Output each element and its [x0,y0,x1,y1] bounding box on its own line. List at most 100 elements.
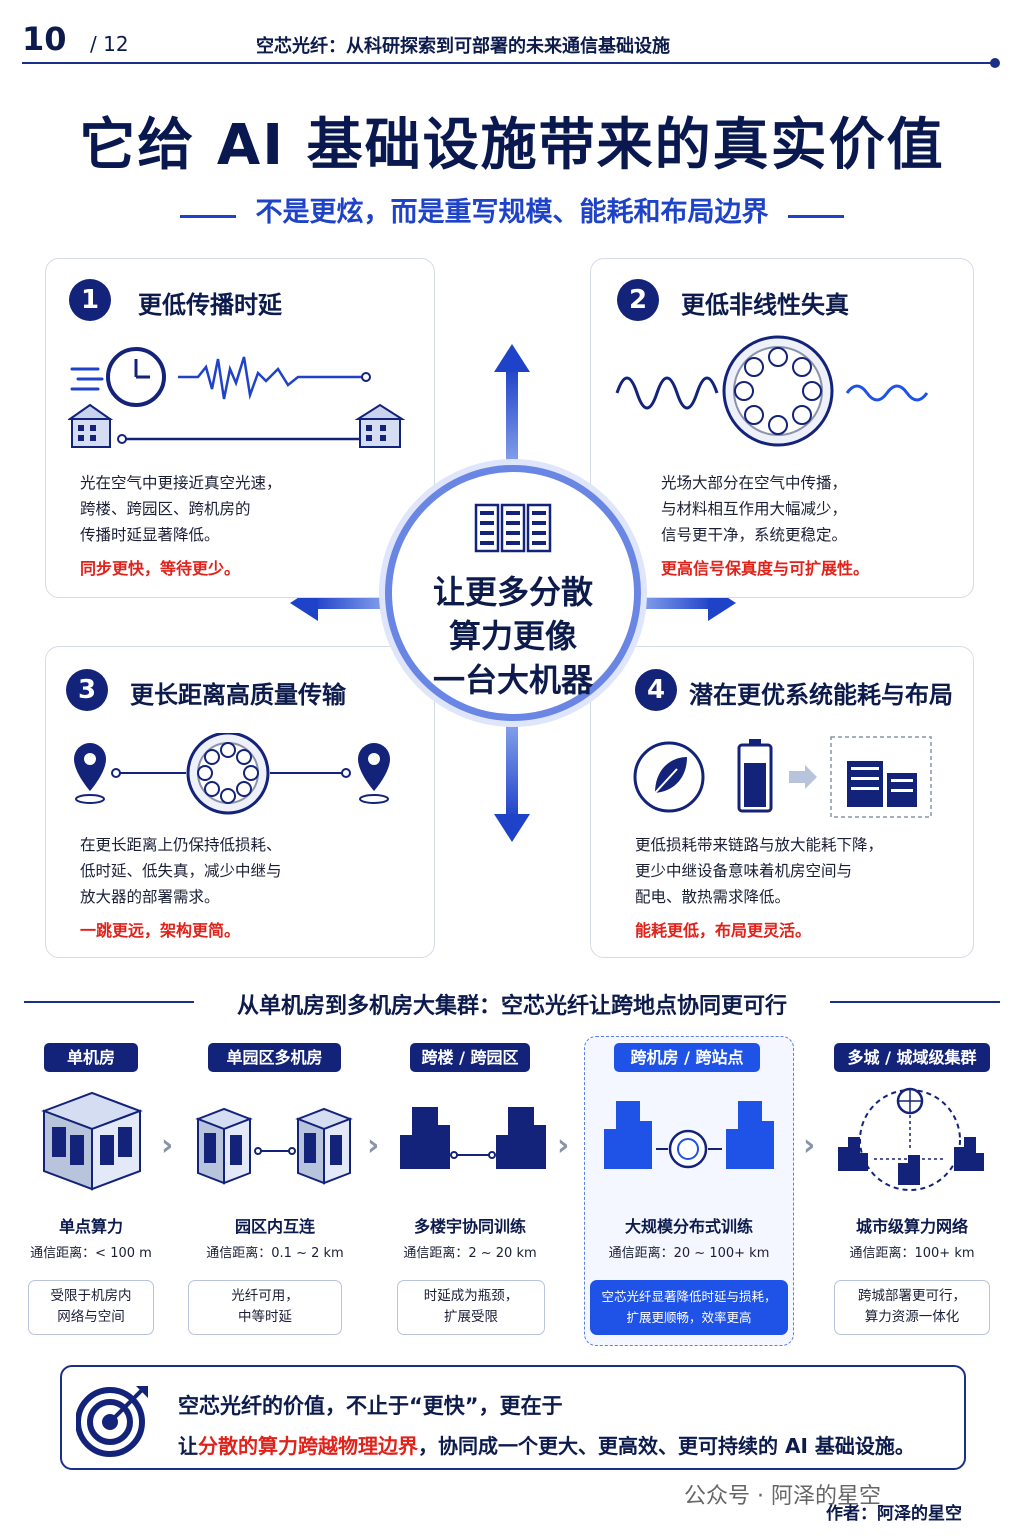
card-energy-layout: 4 潜在更优系统能耗与布局 更低损耗带来链路与放大能耗下降， 更少中继设备意味着… [590,646,974,958]
office-buildings-left-icon [400,1107,450,1169]
summary-text: ，协同成一个更大、更高效、更可持续的 AI 基础设施。 [418,1434,915,1458]
card-body-line: 信号更干净，系统更稳定。 [661,526,848,544]
stage-note-line: 跨城部署更可行， [858,1288,966,1304]
stage-name: 多楼宇协同训练 [413,1217,526,1236]
card-body-line: 光场大部分在空气中传播， [661,474,848,492]
card-body-line: 低时延、低失真，减少中继与 [80,862,282,880]
stage-note-line: 受限于机房内 [50,1288,132,1304]
card-body-line: 传播时延显著降低。 [80,526,220,544]
header-divider [22,62,994,64]
stage-name: 大规模分布式训练 [624,1217,753,1236]
center-line: 让更多分散 [432,573,593,611]
stage-name: 城市级算力网络 [855,1217,968,1236]
header-divider-dot [990,58,1000,68]
card-body: 光场大部分在空气中传播， 与材料相互作用大幅减少， 信号更干净，系统更稳定。 [661,470,847,548]
arrow-right-small-icon [789,765,817,789]
card-body: 更低损耗带来链路与放大能耗下降， 更少中继设备意味着机房空间与 配电、散热需求降… [635,832,883,910]
card-body-line: 光在空气中更接近真空光速， [80,474,282,492]
target-icon [76,1386,148,1457]
stage-note-line: 网络与空间 [57,1309,125,1325]
stage-note-line: 扩展更顺畅，效率更高 [626,1310,752,1325]
data-center-rack-icon [830,736,932,818]
stage-note: 跨城部署更可行， 算力资源一体化 [834,1280,990,1335]
card-highlight: 同步更快，等待更少。 [80,559,241,578]
single-datacenter-icon [41,1091,143,1191]
latency-illustration [68,347,406,448]
subtitle-row: 不是更炫，而是重写规模、能耗和布局边界 [0,190,1024,229]
card-long-distance: 3 更长距离高质量传输 在更长距离上仍保持低损耗、 低时延、低失真，减少中继与 [45,646,435,958]
chevron-right-icon: › [367,1128,380,1163]
card-body-line: 配电、散热需求降低。 [635,888,791,906]
stage-illustrations [41,1087,984,1191]
battery-icon [737,739,773,813]
page-title: 它给 AI 基础设施带来的真实价值 [79,113,945,178]
stage-name: 单点算力 [58,1217,123,1236]
chevron-right-icon: › [161,1128,174,1163]
card-latency: 1 更低传播时延 光在空气中更接近真空光速， 跨楼、跨园区、跨机房的 传播时延显… [45,258,435,598]
page-total: / 12 [90,32,129,56]
card-body-line: 更低损耗带来链路与放大能耗下降， [635,836,884,854]
campus-datacenter-left-icon [195,1107,253,1185]
card-title: 潜在更优系统能耗与布局 [689,681,953,709]
stage-note-line: 光纤可用， [231,1288,299,1304]
campus-datacenter-right-icon [295,1107,353,1185]
stage-note-line: 中等时延 [238,1309,292,1325]
stage-note-highlight: 空芯光纤显著降低时延与损耗， 扩展更顺畅，效率更高 [590,1280,788,1335]
card-title: 更低传播时延 [138,291,282,319]
cross-site-buildings-left-icon [604,1101,652,1169]
stage-tag: 跨楼 / 跨园区 [410,1043,530,1072]
card-number: 2 [617,279,659,321]
city-network-icon [838,1087,984,1191]
card-number: 4 [635,669,677,711]
center-line: 算力更像 [448,617,577,655]
stage-tag: 单机房 [44,1043,138,1072]
card-body: 光在空气中更接近真空光速， 跨楼、跨园区、跨机房的 传播时延显著降低。 [80,470,282,548]
stage-note: 时延成为瓶颈， 扩展受限 [397,1280,545,1335]
stage-tag: 单园区多机房 [208,1043,341,1072]
section-rule-right [830,1001,1000,1003]
section-title: 从单机房到多机房大集群：空芯光纤让跨地点协同更可行 [236,994,787,1019]
cross-arrows [290,344,736,842]
stage-note-line: 空芯光纤显著降低时延与损耗， [601,1289,777,1304]
location-pin-right-icon [358,743,390,804]
stage-note: 光纤可用， 中等时延 [188,1280,342,1335]
clock-icon [106,347,166,407]
summary-line-2: 让分散的算力跨越物理边界，协同成一个更大、更高效、更可持续的 AI 基础设施。 [178,1430,915,1459]
chevron-right-icon: › [557,1128,570,1163]
leaf-icon [633,741,705,813]
card-title: 更低非线性失真 [681,291,849,319]
summary-text: 让 [178,1434,198,1458]
stage-tag: 跨机房 / 跨站点 [614,1043,760,1072]
server-rack-icon [474,503,552,553]
building-right-icon [354,403,406,448]
fiber-illustration [615,335,929,447]
page-header: 10 / 12 空芯光纤：从科研探索到可部署的未来通信基础设施 [22,18,1002,68]
chevron-right-icon: › [803,1128,816,1163]
subtitle-rule-left [180,215,237,218]
summary-panel [60,1365,966,1470]
card-body-line: 在更长距离上仍保持低损耗、 [80,836,282,854]
card-body: 在更长距离上仍保持低损耗、 低时延、低失真，减少中继与 放大器的部署需求。 [80,832,282,910]
series-title: 空芯光纤：从科研探索到可部署的未来通信基础设施 [256,36,670,57]
page-number: 10 [22,20,67,58]
stage-distance: 通信距离：100+ km [849,1246,975,1261]
location-pin-left-icon [74,743,106,804]
office-buildings-right-icon [496,1107,546,1169]
speed-lines-icon [70,367,104,391]
card-number: 1 [69,279,111,321]
stage-distance: 通信距离：< 100 m [30,1246,152,1261]
subtitle-rule-right [787,215,844,218]
arrow-up-icon [494,344,530,468]
card-body-line: 跨楼、跨园区、跨机房的 [80,500,251,518]
author-credit: 作者：阿泽的星空 [826,1504,962,1524]
card-body-line: 更少中继设备意味着机房空间与 [635,862,853,880]
card-body-line: 放大器的部署需求。 [80,888,220,906]
stage-note-line: 算力资源一体化 [864,1309,960,1325]
section-rule-left [24,1001,194,1003]
clean-wave-icon [845,384,929,402]
hollow-core-fiber-icon [186,733,270,815]
hollow-core-fiber-icon [668,1129,708,1169]
card-nonlinearity: 2 更低非线性失真 光场大部分在空气中传播， 与材料相互作用大幅减少， 信号更干… [590,258,974,598]
center-statement: 让更多分散 算力更像 一台大机器 [395,570,631,702]
stage-distance: 通信距离：20 ~ 100+ km [608,1246,770,1261]
